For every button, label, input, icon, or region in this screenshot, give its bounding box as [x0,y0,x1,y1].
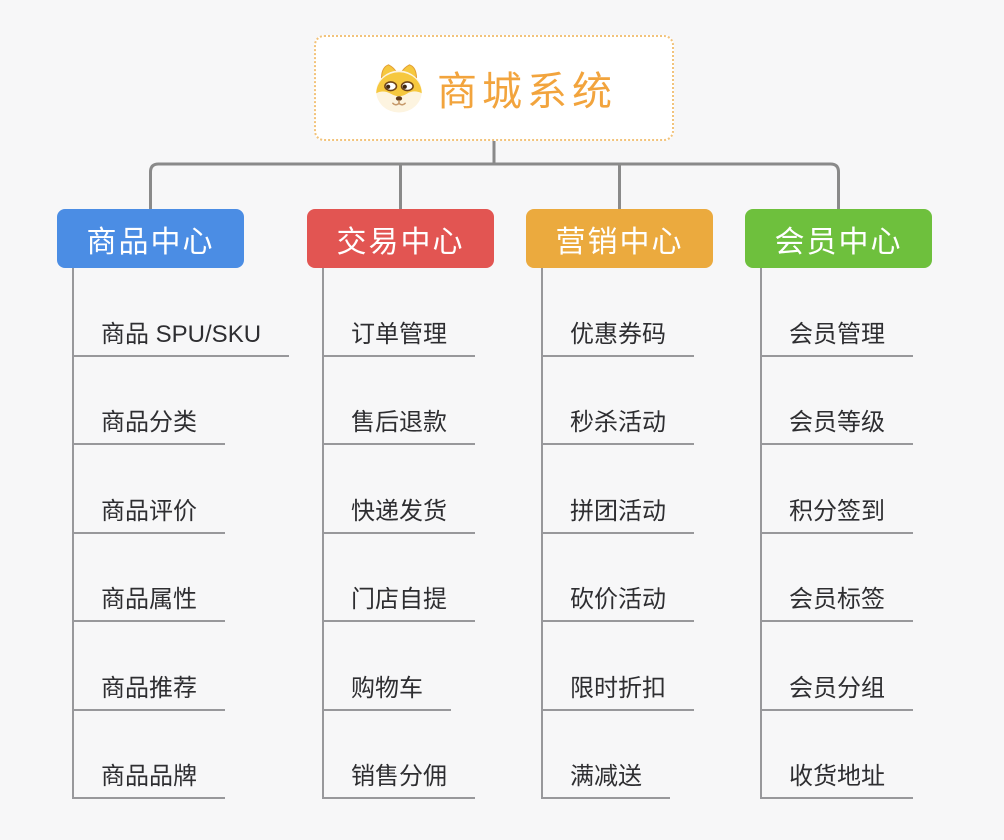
child-topic[interactable]: 会员标签 [762,534,913,622]
child-topic-label: 会员分组 [789,674,885,702]
child-column: 订单管理售后退款快递发货门店自提购物车销售分佣 [322,268,475,799]
branch-rail-line [149,162,840,209]
child-topic-label: 会员管理 [789,320,885,348]
branch-label: 交易中心 [336,225,465,259]
child-topic-label: 商品分类 [101,409,197,436]
branch-node[interactable]: 会员中心 [745,209,932,268]
child-topic-label: 砍价活动 [570,586,666,613]
child-topic[interactable]: 砍价活动 [543,534,694,622]
child-topic-label: 商品属性 [101,586,197,613]
child-topic[interactable]: 商品 SPU/SKU [74,268,290,357]
child-topic[interactable]: 售后退款 [324,357,475,445]
root-title: 商城系统 [437,70,617,114]
child-topic[interactable]: 销售分佣 [324,711,475,799]
child-topic[interactable]: 商品分类 [74,357,225,445]
child-column: 会员管理会员等级积分签到会员标签会员分组收货地址 [760,268,913,799]
child-topic-label: 商品 SPU/SKU [101,320,262,348]
child-topic[interactable]: 商品属性 [74,534,225,622]
child-topic-label: 快递发货 [351,497,447,525]
child-topic[interactable]: 优惠券码 [543,268,694,357]
child-topic-label: 满减送 [570,763,642,790]
child-topic-label: 商品品牌 [101,763,197,790]
child-topic[interactable]: 购物车 [324,622,451,711]
child-topic-label: 门店自提 [351,586,447,613]
child-topic[interactable]: 积分签到 [762,445,913,534]
child-topic-label: 拼团活动 [570,497,666,525]
child-topic-label: 积分签到 [789,497,885,525]
branch-label: 会员中心 [774,225,903,259]
child-topic[interactable]: 拼团活动 [543,445,694,534]
child-topic[interactable]: 满减送 [543,711,670,799]
child-topic-label: 秒杀活动 [570,409,666,436]
child-topic[interactable]: 快递发货 [324,445,475,534]
child-topic[interactable]: 会员分组 [762,622,913,711]
child-topic[interactable]: 限时折扣 [543,622,694,711]
branch-node[interactable]: 营销中心 [526,209,713,268]
child-topic-label: 商品评价 [101,497,197,525]
child-topic-label: 会员等级 [789,409,885,436]
child-topic[interactable]: 秒杀活动 [543,357,694,445]
child-topic[interactable]: 商品推荐 [74,622,225,711]
child-topic-label: 限时折扣 [570,674,666,702]
branch-label: 商品中心 [86,225,215,259]
child-topic[interactable]: 会员等级 [762,357,913,445]
child-topic-label: 购物车 [351,674,423,702]
shiba-dog-icon [376,64,422,113]
child-column: 商品 SPU/SKU 商品分类商品评价商品属性商品推荐商品品牌 [72,268,290,799]
child-topic-label: 优惠券码 [570,320,666,348]
child-topic[interactable]: 收货地址 [762,711,913,799]
child-topic[interactable]: 商品评价 [74,445,225,534]
root-node[interactable]: 商城系统 [314,35,674,141]
child-topic[interactable]: 门店自提 [324,534,475,622]
child-topic[interactable]: 订单管理 [324,268,475,357]
child-topic-label: 会员标签 [789,586,885,613]
child-topic-label: 订单管理 [351,320,447,348]
child-topic-label: 售后退款 [351,409,447,436]
child-topic-label: 收货地址 [789,763,885,790]
child-topic[interactable]: 会员管理 [762,268,913,357]
child-topic-label: 商品推荐 [101,674,197,702]
child-topic-label: 销售分佣 [351,763,447,790]
child-column: 优惠券码秒杀活动拼团活动砍价活动限时折扣满减送 [541,268,694,799]
branch-node[interactable]: 商品中心 [57,209,244,268]
branch-node[interactable]: 交易中心 [307,209,494,268]
child-topic[interactable]: 商品品牌 [74,711,225,799]
branch-label: 营销中心 [555,225,684,259]
